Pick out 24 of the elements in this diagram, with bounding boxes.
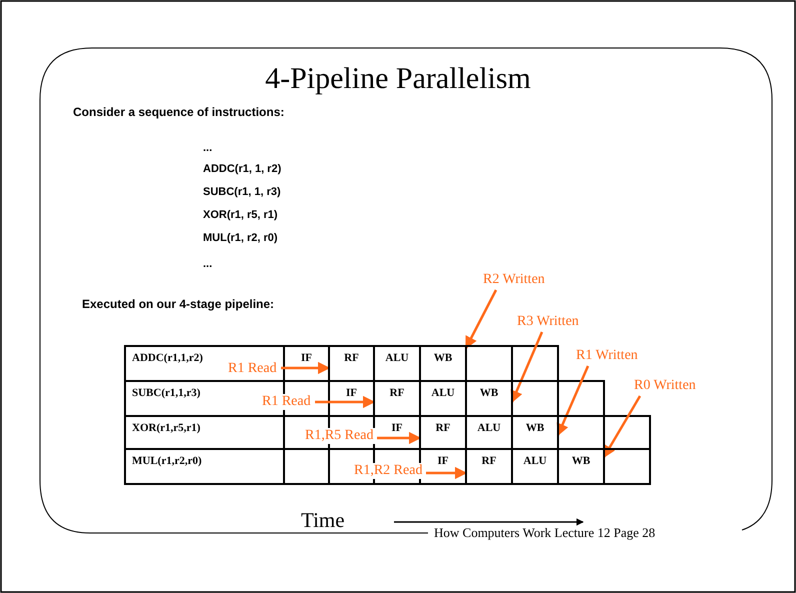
empty-cell bbox=[603, 448, 651, 485]
arrow bbox=[281, 362, 330, 374]
footer-caption: How Computers Work Lecture 12 Page 28 bbox=[434, 525, 656, 541]
instruction-line: SUBC(r1, 1, r3) bbox=[203, 186, 281, 198]
intro-text: Consider a sequence of instructions: bbox=[73, 105, 284, 119]
arrow bbox=[556, 366, 590, 436]
ellipsis: ... bbox=[203, 142, 212, 154]
instruction-line: MUL(r1, r2, r0) bbox=[203, 232, 278, 244]
slide-title: 4-Pipeline Parallelism bbox=[264, 62, 532, 96]
arrow bbox=[377, 432, 422, 444]
instruction-line: XOR(r1, r5, r1) bbox=[203, 209, 278, 221]
instruction-line: ADDC(r1, 1, r2) bbox=[203, 163, 282, 175]
ellipsis: ... bbox=[203, 258, 212, 270]
instruction-cell: MUL(r1,r2,r0) bbox=[124, 448, 285, 485]
arrow bbox=[510, 332, 544, 404]
annotation-text: R1,R5 Read bbox=[303, 428, 376, 444]
intro-text: Executed on our 4-stage pipeline: bbox=[82, 297, 274, 311]
axis-label: Time bbox=[301, 508, 345, 533]
empty-cell bbox=[557, 415, 605, 450]
arrow bbox=[426, 466, 468, 480]
arrow bbox=[602, 395, 642, 458]
arrow bbox=[464, 289, 498, 350]
arrow bbox=[315, 396, 376, 408]
annotation-text: R1 Read bbox=[260, 394, 313, 410]
